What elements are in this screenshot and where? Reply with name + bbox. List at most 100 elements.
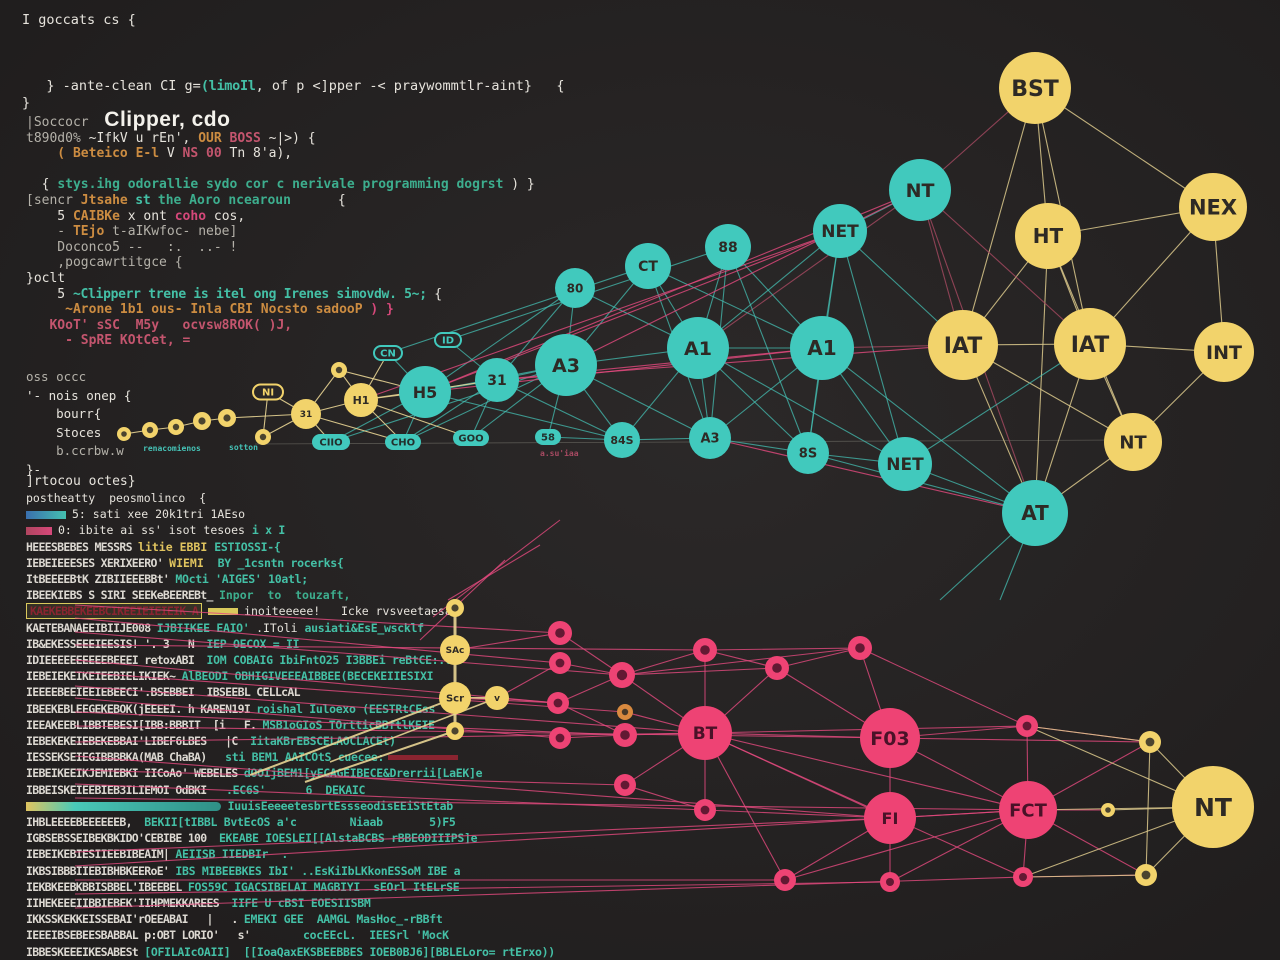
code-line: ~Arone 1b1 ous- Inla CBI Nocsto sadooP )…	[26, 302, 535, 318]
code-line: 5 ~Clipperr trene is itel ong Irenes sim…	[26, 287, 535, 303]
code-line: IIHEKEEEIIBBIEBEK'IIHPMEKKAREES IIFE U c…	[26, 895, 555, 911]
code-segment: KOoT' sSC M5y ocvsw8ROK( )J,	[26, 317, 293, 333]
code-segment: }	[22, 94, 31, 111]
code-segment: TEjo	[72, 224, 113, 240]
code-segment: st	[127, 192, 158, 208]
code-segment: IKBSIBBBIIEBIBHBKEERoE'	[26, 863, 176, 878]
code-line: Doconco5 -- :. ..- !	[26, 240, 535, 256]
code-line	[22, 29, 564, 46]
code-segment: ]rtocou octes}	[26, 474, 136, 489]
bar-te	[26, 510, 66, 519]
code-segment: .IToli	[256, 620, 305, 635]
code-segment: BEKII[tIBBL BvtEcOS a'c Niaab 5)F5	[144, 815, 456, 830]
code-line: ( Beteico E-l V NS 00 Tn 8'a),	[26, 146, 535, 162]
code-line: IHBLEEEEBEEEEEEB, BEKII[tIBBL BvtEcOS a'…	[26, 814, 555, 830]
code-line: IEBEIKEBIESIIEEBIBEAIM| AEIISB IIEDBIr .	[26, 846, 555, 862]
code-segment: sti BEM1 AAICOtS cuecee:	[225, 750, 385, 765]
code-line: } -ante-clean CI g=(limoIl, of p <]pper …	[22, 78, 564, 95]
code-segment: ) }	[362, 302, 394, 318]
bar-grad	[26, 801, 221, 811]
code-segment: IOM COBAIG IbiFntO25 I3BBEi reBtCE:..	[206, 653, 452, 668]
code-segment: i x I	[251, 523, 285, 538]
code-segment: ~IfkV u rEn',	[88, 130, 199, 146]
code-segment: IDIEEEEEEEEEEBEEEI retoxABI	[26, 653, 207, 668]
code-segment: [sencr	[26, 192, 81, 208]
code-line: IEBEKEKEIEBEKEBBAI'LIBEF6LBES |C IitaKBr…	[26, 733, 555, 749]
code-segment: IBS MIBEEBKES IbI' ..EsKiIbLKkonESSoM IB…	[175, 863, 461, 878]
code-line: IBBEISKEIEEBIEB3ILIEMOI OdBKI .EC6S' 6 D…	[26, 782, 555, 798]
code-segment: '- nois onep {	[26, 387, 132, 403]
code-segment: IBEEKEBLEEGEKEBOK(jEEEEI. h KAREN19I	[26, 701, 257, 716]
code-segment: {	[434, 286, 443, 302]
code-segment: ItBEEEEBtK ZIBIIEEEBBt'	[26, 572, 176, 587]
code-line: IKKSSKEKKEISSEBAI'rOEEABAI | . EMEKI GEE…	[26, 911, 555, 927]
code-line: HEEESBEBES MESSRS litie EBBI ESTIOSSI-{	[26, 539, 555, 555]
code-segment: litie EBBI	[138, 539, 215, 554]
code-segment: b.ccrbw.w	[26, 443, 124, 458]
code-segment: V	[166, 146, 183, 162]
code-segment: 5	[26, 208, 73, 224]
code-segment: {	[290, 192, 346, 208]
code-line: bourr{	[26, 405, 131, 424]
code-segment: I goccats cs {	[22, 12, 136, 28]
code-segment: the Aoro ncearoun	[157, 192, 291, 208]
code-segment: OUR	[198, 130, 230, 146]
code-line: IDIEEEEEEEEEEBEEEI retoxABI IOM COBAIG I…	[26, 652, 555, 668]
code-segment: 5	[26, 286, 73, 302]
code-line: IEBEIKEEIKJEMIEBKI IICoAo' WEBELES dOOIj…	[26, 765, 555, 781]
code-line: ItBEEEEBtK ZIBIIEEEBBt' MOcti 'AIGES' 10…	[26, 571, 555, 587]
code-segment: KAETEBANAEEIBIIJE008	[26, 620, 157, 635]
code-segment: (limoIl	[200, 78, 256, 94]
code-line: IEEEEBEEIEEIEBEECI'.BSEBBEI IBSEEBL CELL…	[26, 684, 555, 700]
code-segment: ~Clipperr trene is itel ong Irenes simov…	[72, 286, 435, 302]
code-line: IEBEIEKEIKEIEEBIELIKIEK~ AlBEODI OBHIGIV…	[26, 668, 555, 684]
code-line: t890d0% ~IfkV u rEn', OUR BOSS ~|>) {	[26, 131, 535, 147]
code-line: KAETEBANAEEIBIIJE008 IJBIIKEE EAIO' .ITo…	[26, 620, 555, 636]
code-segment: IEEEEBEEIEEIEBEECI'.BSEBBEI IBSEEBL CELL…	[26, 685, 301, 700]
code-segment: WIEMI	[169, 555, 218, 570]
code-line: IEKBKEEBKBBISBBEL'IBEEBEL FOS59C IGACSIB…	[26, 879, 555, 895]
code-line: { stys.ihg odorallie sydo cor c nerivale…	[26, 177, 535, 193]
code-segment: IGBSEBSSEIBEKBKIDO'CEBIBE 100	[26, 831, 219, 846]
code-line: IGBSEBSSEIBEKBKIDO'CEBIBE 100 EKEABE IOE…	[26, 830, 555, 846]
code-line: IESSEKSEIEGIBBBBKA(MAB ChaBA) sti BEM1 A…	[26, 749, 555, 765]
code-segment: 5: sati xee 20k1tri 1AEso	[72, 507, 246, 522]
code-segment: IEP OECOX = II	[206, 636, 300, 651]
code-segment: IBEEKIEBS S SIRI SEEKeBEEREBt_	[26, 588, 219, 603]
code-line: IB&EKESSEEEIEESIS! '. 3 N IEP OECOX = II	[26, 636, 555, 652]
code-segment: postheatty peosmolinco {	[26, 491, 207, 505]
code-segment: MSB1oGIoS TOrtticBBftlKEIE	[262, 717, 436, 732]
code-segment: }oclt	[26, 270, 66, 286]
code-segment: - SpRE KOtCet, =	[26, 333, 191, 349]
code-line: IEEEIBSEBEESBABBAL p:OBT LORIO' s' cocEE…	[26, 927, 555, 943]
code-segment: IEEAKEEBLIBBTEBESI[IBB:BBBIT [i F.	[26, 717, 263, 732]
code-section-return-line: ]rtocou octes}	[26, 474, 136, 490]
code-segment: ausiati&EsE_wscklf	[304, 620, 425, 635]
code-segment: IJBIIKEE EAIO'	[156, 620, 257, 635]
code-segment: IESSEKSEIEGIBBBBKA(MAB ChaBA)	[26, 750, 226, 765]
code-segment: ) }	[503, 177, 535, 193]
code-segment: IB&EKESSEEEIEESIS! '. 3 N	[26, 636, 207, 651]
code-segment: IIHEKEEEIIBBIEBEK'IIHPMEKKAREES	[26, 896, 232, 911]
code-segment: IuuisEeeeetesbrtEssseodisEEiStEtab	[221, 798, 454, 813]
code-segment: Doconco5 -- :. ..- !	[26, 239, 238, 255]
code-line: }	[22, 95, 564, 112]
code-segment: ESTIOSSI-{	[214, 539, 281, 554]
code-segment: IKKSSKEKKEISSEBAI'rOEEABAI | .	[26, 912, 244, 927]
code-line: I goccats cs {	[22, 12, 564, 29]
code-segment: ~Arone 1b1 ous- Inla CBI Nocsto sadooP	[26, 302, 363, 318]
code-segment: ( Beteico	[26, 146, 136, 162]
code-segment: IBBESKEEEIKESABESt	[26, 944, 145, 959]
code-line: ]rtocou octes}	[26, 474, 136, 490]
code-line: IuuisEeeeetesbrtEssseodisEEiStEtab	[26, 798, 555, 814]
code-segment: bourr{	[26, 406, 102, 421]
code-line: 5 CAIBKe x ont coho cos,	[26, 209, 535, 225]
code-line: 0: ibite ai ss' isot tesoes i x I	[26, 522, 555, 538]
code-segment: AlBEODI OBHIGIVEEEAIBBEE(BECEKEIIESIXI	[181, 669, 434, 684]
code-segment: IEEEIBSEBEESBABBAL p:OBT LORIO' s'	[26, 928, 251, 943]
code-segment: IEBEIEKEIKEIEEBIELIKIEK~	[26, 669, 182, 684]
code-segment: Tn 8'a),	[229, 146, 293, 162]
code-line: [sencr Jtsahe st the Aoro ncearoun {	[26, 193, 535, 209]
